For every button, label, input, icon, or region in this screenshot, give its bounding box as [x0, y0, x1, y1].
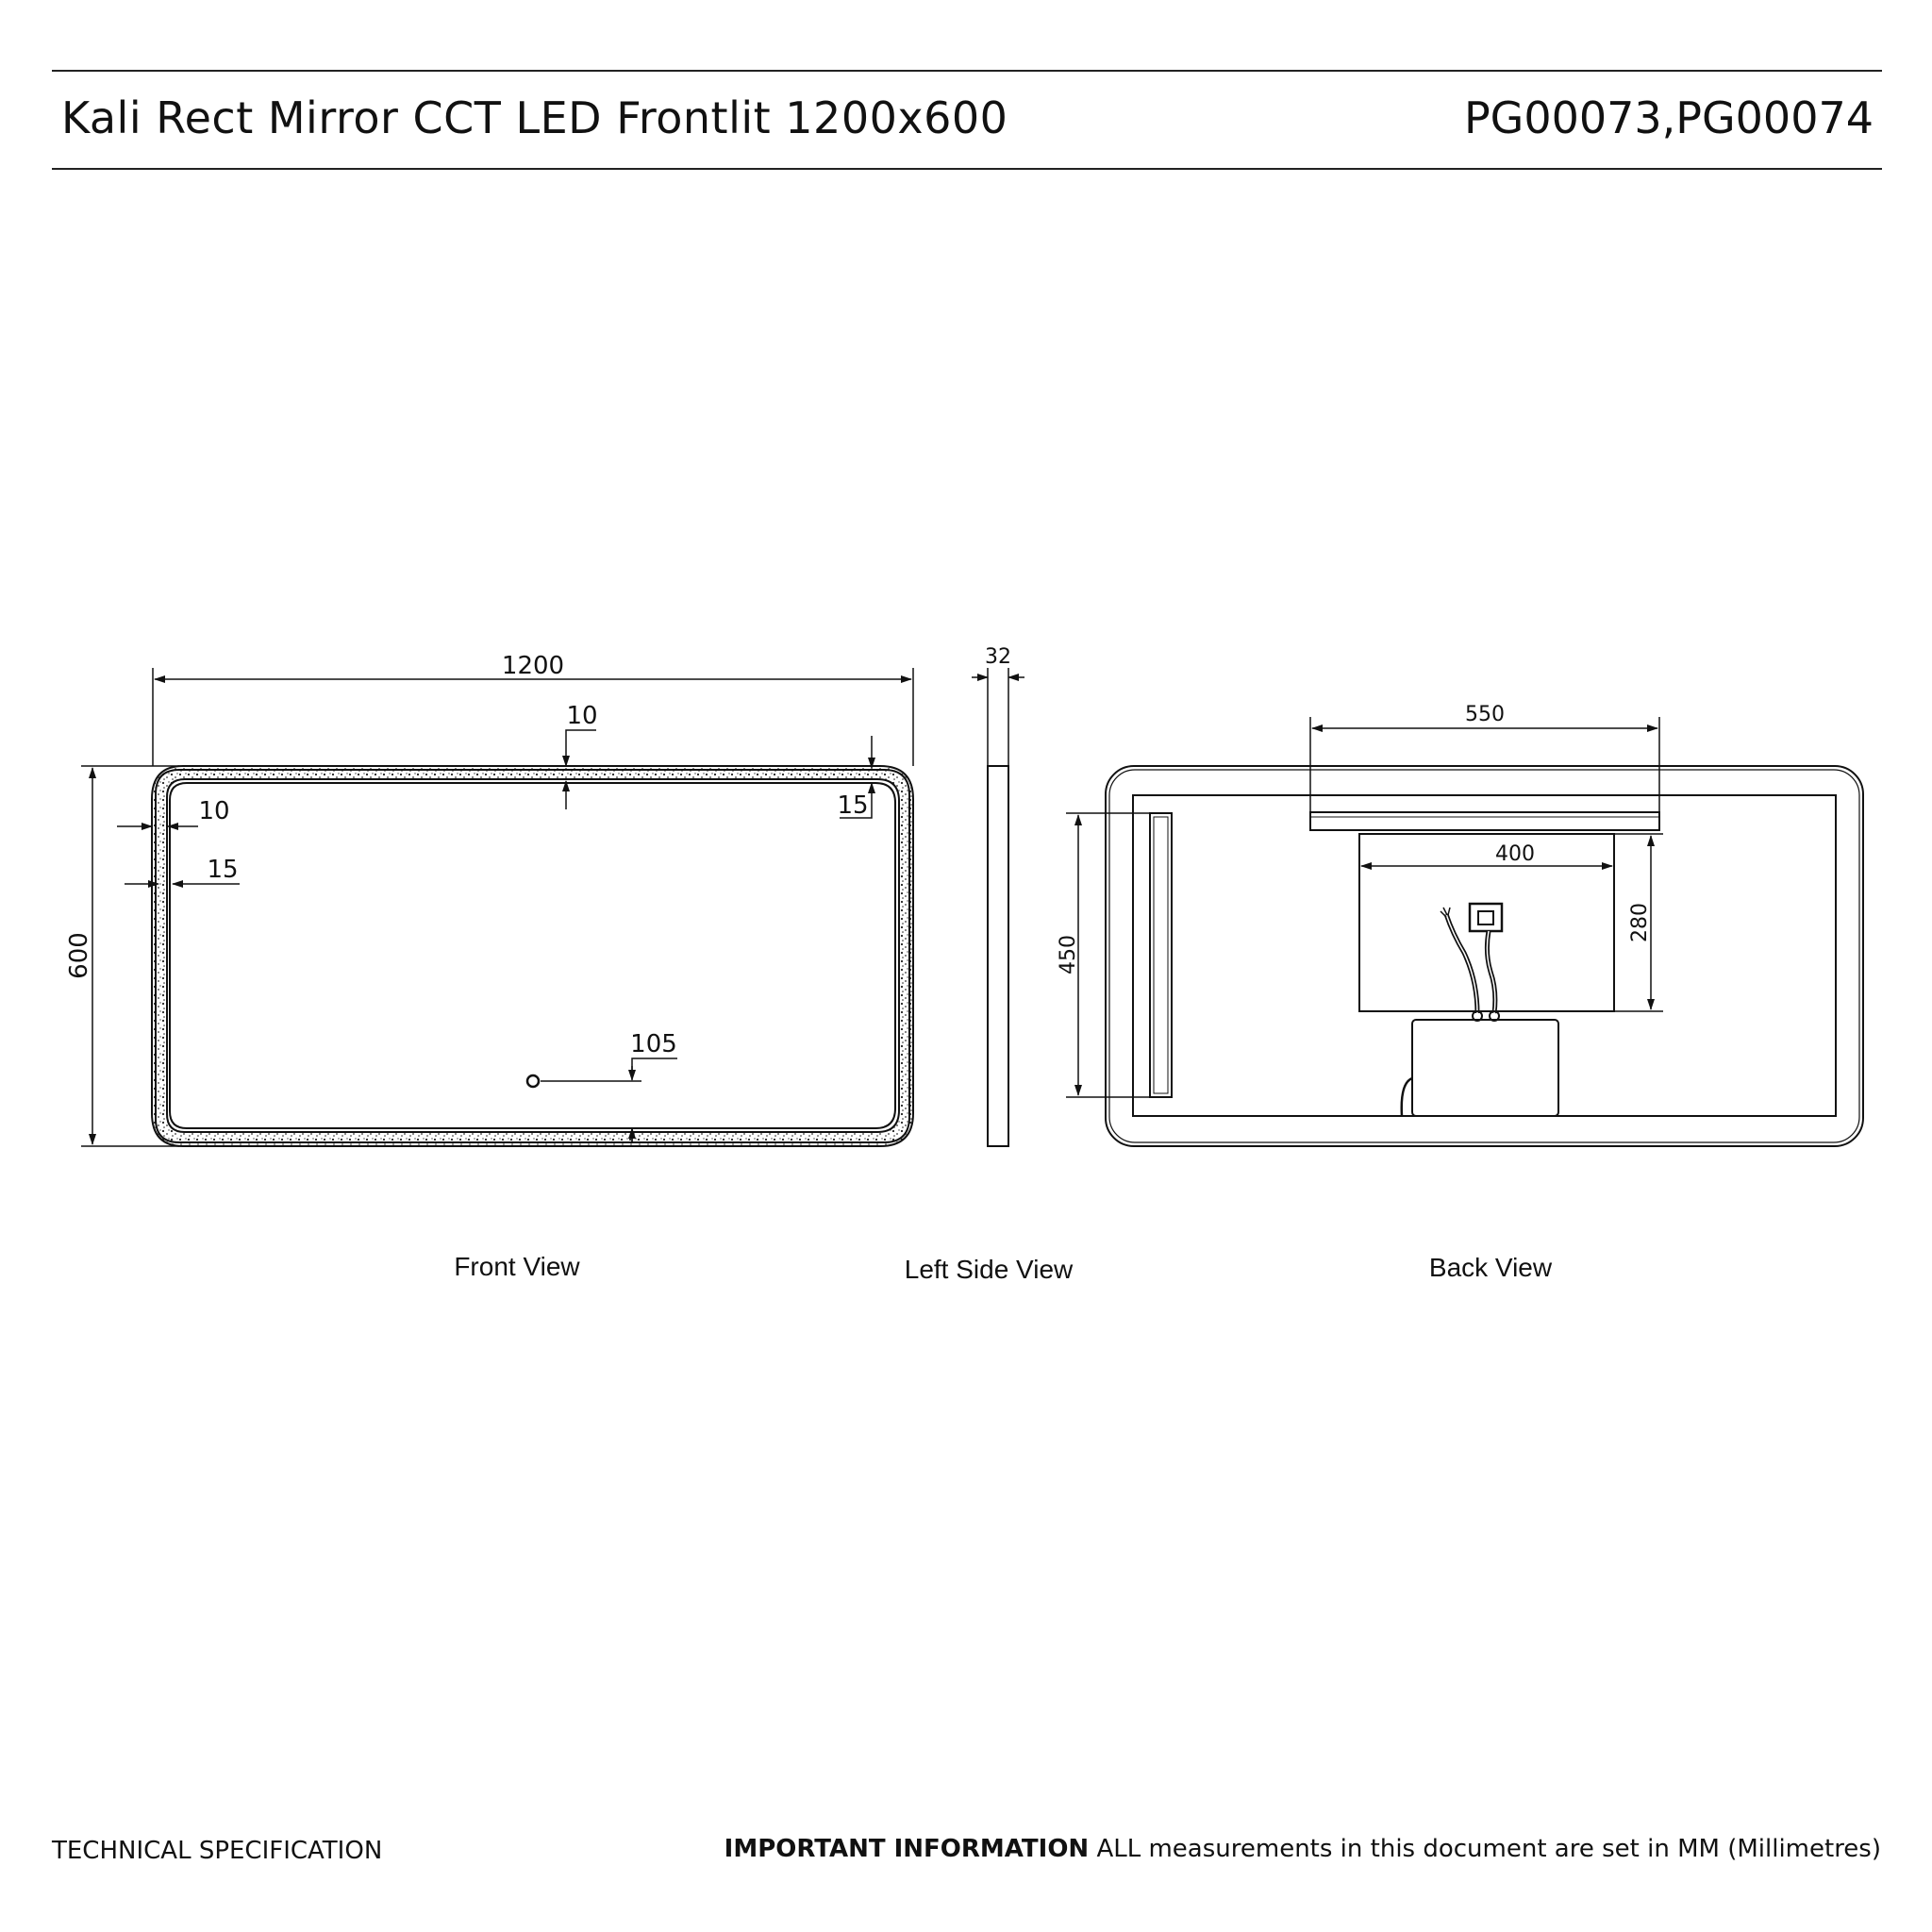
front-top-strip-dimension	[562, 729, 596, 809]
front-height-label: 600	[65, 932, 93, 979]
back-panel-height-dimension	[1614, 833, 1663, 1012]
back-bracket-width-dimension	[1309, 717, 1660, 812]
front-mirror-outline	[151, 765, 914, 1147]
header-bottom-rule	[52, 168, 1882, 170]
footer-important-info: IMPORTANT INFORMATION ALL measurements i…	[724, 1835, 1881, 1863]
back-bar-height-dimension	[1066, 812, 1150, 1098]
front-view-label: Front View	[454, 1252, 580, 1281]
front-mirror-inner-edge	[169, 782, 896, 1129]
side-profile	[987, 765, 1009, 1147]
back-bracket-width-label: 550	[1465, 703, 1505, 726]
switch-box-icon	[1468, 902, 1504, 933]
front-view	[151, 765, 914, 1147]
footer-spec-label: TECHNICAL SPECIFICATION	[52, 1837, 383, 1865]
front-height-dimension	[81, 765, 179, 1147]
hanging-bracket	[1309, 811, 1660, 831]
connector-icon	[1472, 1010, 1483, 1022]
header-top-rule	[52, 70, 1882, 72]
front-sensor-offset-dimension	[541, 1058, 677, 1143]
back-bar-height-label: 450	[1057, 935, 1080, 974]
front-top-strip-label: 10	[566, 702, 597, 730]
back-vertical-bar	[1149, 812, 1173, 1098]
back-panel-width-label: 400	[1495, 842, 1535, 866]
driver-box	[1411, 1019, 1559, 1117]
back-view-label: Back View	[1429, 1253, 1553, 1282]
driver-cable	[1400, 1076, 1413, 1117]
back-view	[1105, 765, 1864, 1147]
touch-sensor-icon	[525, 1074, 541, 1089]
front-sensor-offset-label: 105	[630, 1030, 677, 1058]
wire-left	[1443, 913, 1480, 1014]
front-width-dimension	[152, 668, 914, 766]
front-corner-offset-dimension	[840, 736, 875, 819]
back-outer-frame	[1105, 765, 1864, 1147]
back-demister-panel	[1358, 833, 1615, 1012]
back-panel-height-label: 280	[1628, 903, 1652, 942]
front-width-label: 1200	[502, 652, 564, 680]
back-vertical-bar-inner	[1153, 816, 1169, 1094]
front-mirror-outer-edge	[155, 769, 910, 1143]
back-inner-panel	[1132, 794, 1837, 1117]
important-label: IMPORTANT INFORMATION	[724, 1835, 1090, 1863]
back-outer-frame-inner	[1108, 769, 1860, 1143]
front-corner-offset-label: 15	[837, 791, 868, 820]
important-text: ALL measurements in this document are se…	[1089, 1835, 1881, 1863]
side-view	[972, 668, 1024, 1147]
page-title: Kali Rect Mirror CCT LED Frontlit 1200x6…	[61, 92, 1008, 143]
front-side-strip-label: 10	[198, 797, 229, 825]
side-view-label: Left Side View	[905, 1255, 1074, 1284]
side-depth-label: 32	[985, 645, 1011, 669]
product-codes: PG00073,PG00074	[1463, 92, 1874, 143]
front-side-border-label: 15	[207, 856, 238, 884]
connector-icon	[1489, 1010, 1500, 1022]
